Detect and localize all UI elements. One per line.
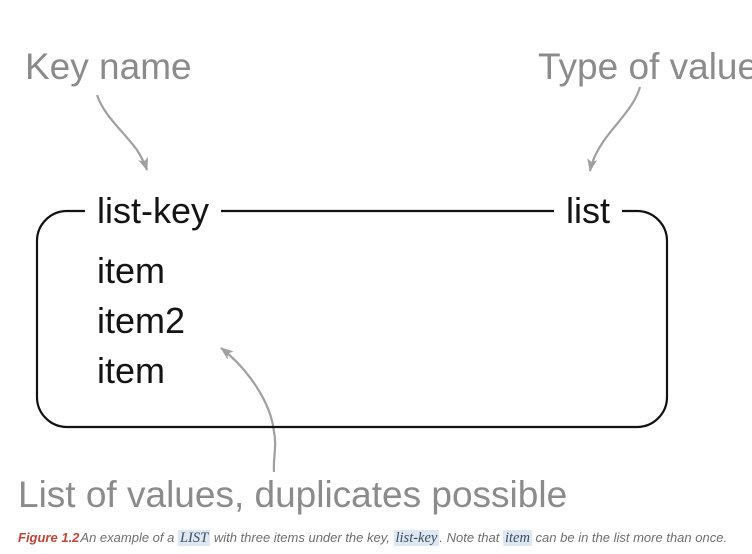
- caption-text: with three items under the key,: [210, 530, 394, 545]
- list-of-values-arrow: [220, 347, 277, 473]
- list-item: item: [97, 250, 166, 291]
- list-of-values-annotation: List of values, duplicates possible: [18, 474, 568, 515]
- figure-number-label: Figure 1.2: [18, 530, 80, 545]
- key-name-label: list-key: [85, 190, 222, 232]
- value-type-label: list: [554, 190, 622, 232]
- list-items: item item2 item: [97, 246, 185, 396]
- caption-text: An example of a: [80, 530, 178, 545]
- caption-text: can be in the list more than once.: [531, 530, 728, 545]
- type-of-value-annotation: Type of value: [538, 46, 752, 87]
- figure-caption: Figure 1.2An example of a LIST with thre…: [18, 528, 727, 548]
- type-of-value-arrow: [587, 86, 642, 172]
- list-item: item: [97, 350, 166, 391]
- key-name-arrow: [95, 94, 149, 171]
- caption-text: . Note that: [439, 530, 503, 545]
- caption-code-item: item: [502, 530, 532, 546]
- caption-code-list-key: list-key: [393, 530, 440, 546]
- caption-code-list-type: LIST: [177, 530, 211, 546]
- key-name-annotation: Key name: [25, 46, 192, 87]
- list-item: item2: [97, 300, 186, 341]
